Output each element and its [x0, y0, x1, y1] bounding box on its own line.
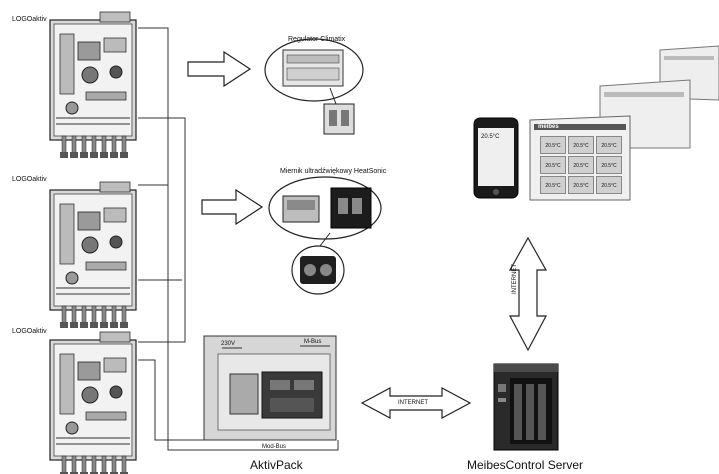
cabling: [138, 27, 339, 451]
dashboard-tile: 20.5°C: [540, 136, 566, 154]
station-label-3: LOGOaktiv: [12, 328, 47, 335]
internet-arrow-vertical: [508, 236, 548, 352]
internet-label-vertical: INTERNET: [512, 264, 518, 294]
station-label-2: LOGOaktiv: [12, 176, 47, 183]
phone-temperature: 20.5°C: [481, 134, 500, 140]
internet-arrow-horizontal: [360, 386, 472, 420]
dashboard-tile: 20.5°C: [540, 176, 566, 194]
heatsonic-meter: [268, 176, 382, 295]
dashboard-tile: 20.5°C: [568, 176, 594, 194]
logoaktiv-unit-1: [49, 11, 137, 159]
regulator-title: Regulator Climatix: [288, 36, 346, 43]
logoaktiv-unit-3: [49, 331, 137, 474]
dashboard-tile: 20.5°C: [568, 136, 594, 154]
dashboard-tile: 20.5°C: [596, 176, 622, 194]
meter-title: Miernik ultradźwiękowy HeatSonic: [280, 168, 387, 175]
modbus-label: Mod-Bus: [262, 444, 287, 450]
regulator-climatix: [264, 38, 364, 135]
voltage-label: 230V: [221, 341, 236, 347]
logoaktiv-unit-2: [49, 181, 137, 329]
dashboard-brand: meibes: [538, 124, 559, 130]
dashboard-tile: 20.5°C: [540, 156, 566, 174]
aktivpack-box: [203, 335, 337, 441]
aktivpack-label: AktivPack: [250, 458, 303, 472]
server-unit: [493, 363, 559, 451]
server-label: MeibesControl Server: [467, 458, 584, 472]
internet-label-horizontal: INTERNET: [398, 400, 428, 406]
dashboard-tile: 20.5°C: [596, 136, 622, 154]
smartphone: [473, 117, 519, 199]
arrow-to-meter: [201, 188, 264, 226]
mbus-label: M-Bus: [304, 339, 322, 345]
dashboard-tile: 20.5°C: [568, 156, 594, 174]
station-label-1: LOGOaktiv: [12, 16, 47, 23]
arrow-to-regulator: [187, 50, 252, 88]
dashboard-tile: 20.5°C: [596, 156, 622, 174]
